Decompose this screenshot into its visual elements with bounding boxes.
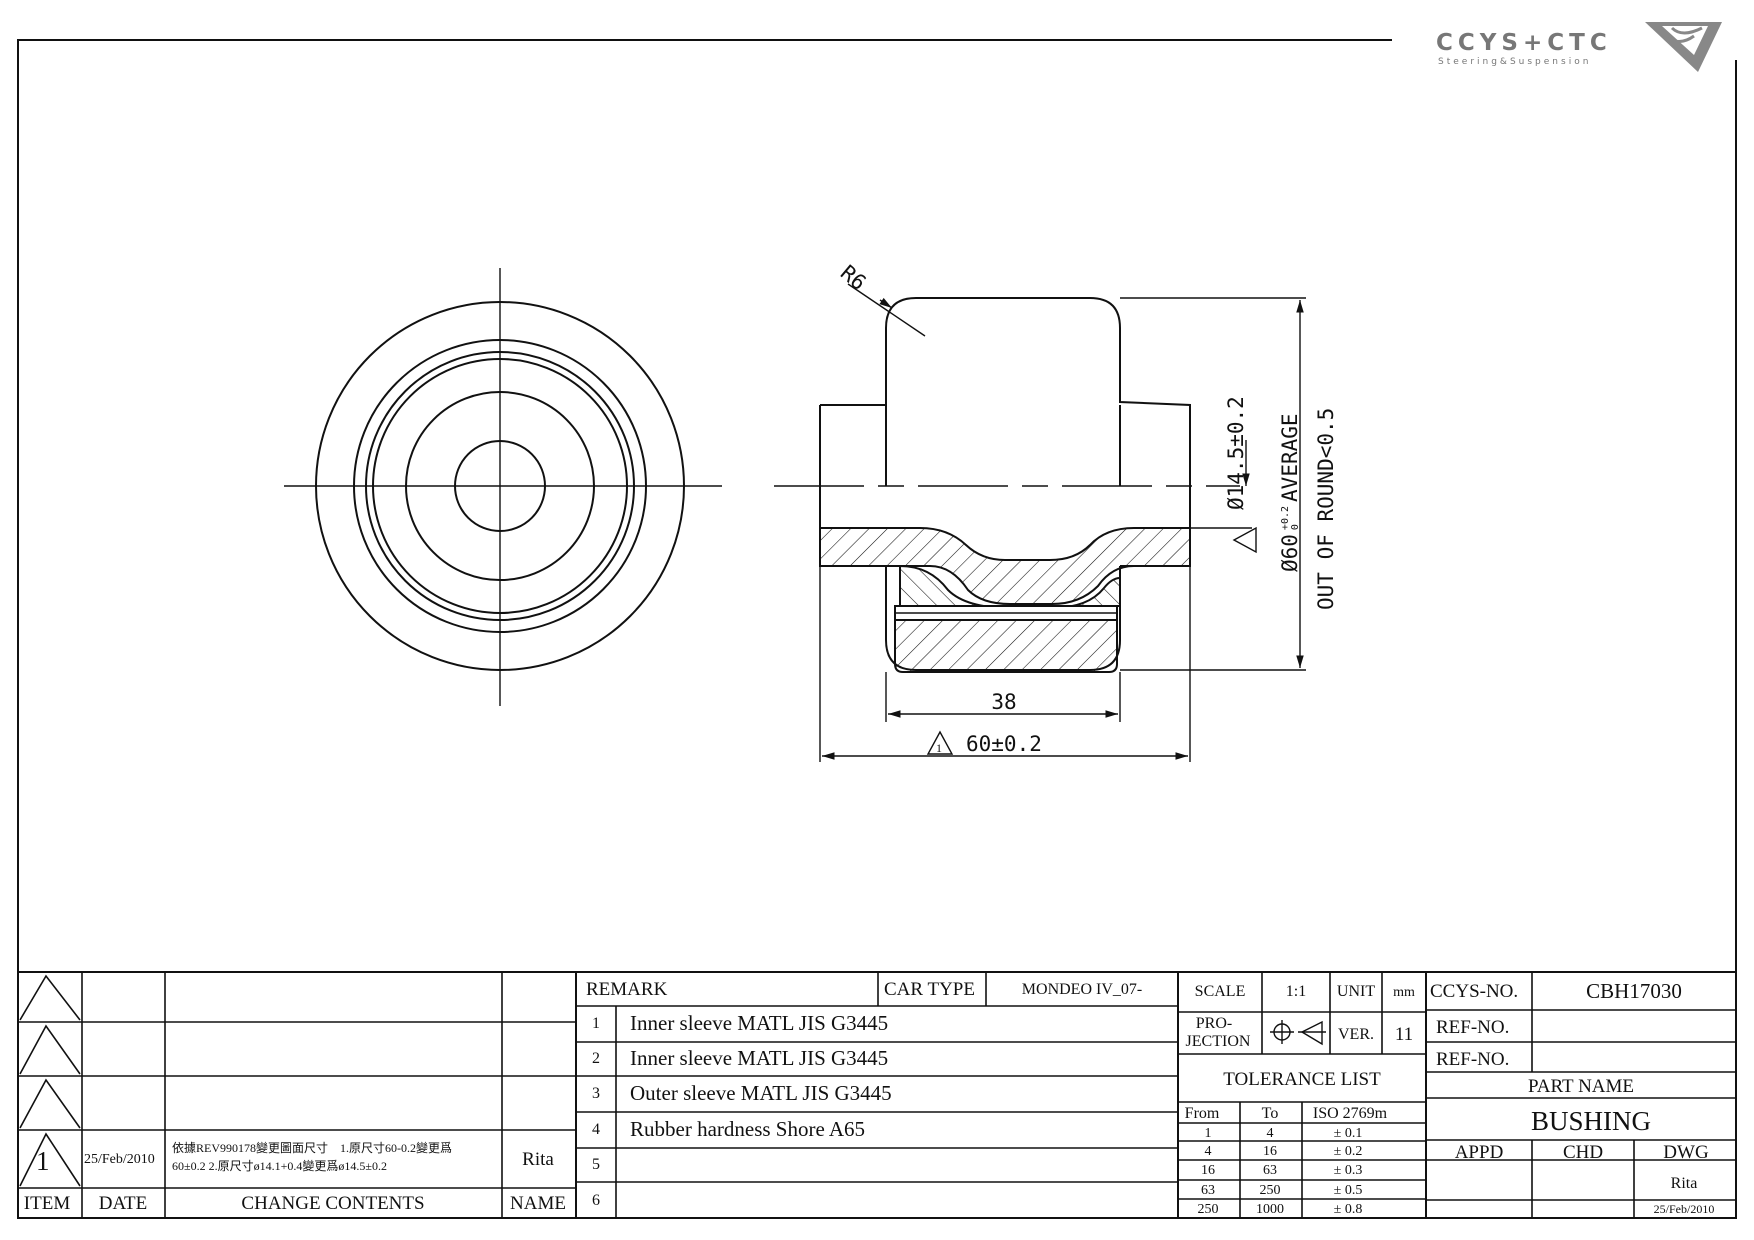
revision-change-line2: 60±0.2 2.原尺寸ø14.1+0.4變更爲ø14.5±0.2 (172, 1159, 387, 1173)
ccys-no-value: CBH17030 (1586, 979, 1682, 1003)
revision-name: Rita (522, 1149, 554, 1170)
revision-mark-icon (926, 526, 1257, 755)
header-name: NAME (510, 1193, 566, 1214)
tol-val-4: ± 0.5 (1333, 1183, 1363, 1198)
tol-from-4: 63 (1201, 1183, 1215, 1198)
dimension-lines (819, 283, 1306, 762)
drawing-frame (17, 39, 1737, 1219)
scale-value: 1:1 (1285, 983, 1307, 1000)
tol-to-2: 16 (1263, 1144, 1277, 1159)
ref-no-label-1: REF-NO. (1436, 1017, 1510, 1038)
remark-header: REMARK (586, 979, 668, 1000)
tol-header-std: ISO 2769m (1312, 1105, 1388, 1122)
remark-no-1: 1 (592, 1015, 600, 1032)
scale-label: SCALE (1194, 983, 1246, 1000)
tol-header-from: From (1184, 1105, 1220, 1122)
outer-dia-suffix: AVERAGE (1278, 413, 1302, 502)
rev-mark-number: 1 (936, 741, 942, 755)
tol-header-to: To (1261, 1105, 1279, 1122)
projection-symbol-icon (1270, 1020, 1326, 1046)
revision-date: 25/Feb/2010 (84, 1152, 155, 1167)
remark-text-4: Rubber hardness Shore A65 (630, 1117, 866, 1141)
remark-no-6: 6 (592, 1192, 600, 1209)
dwg-date: 25/Feb/2010 (1653, 1202, 1715, 1216)
tol-to-4: 250 (1259, 1183, 1281, 1198)
car-type-label: CAR TYPE (884, 979, 975, 1000)
remark-no-5: 5 (592, 1156, 600, 1173)
logo-mark-icon (1645, 22, 1722, 72)
tol-from-5: 250 (1197, 1202, 1219, 1217)
remark-text-3: Outer sleeve MATL JIS G3445 (630, 1081, 892, 1105)
remark-text-1: Inner sleeve MATL JIS G3445 (630, 1011, 889, 1035)
tol-to-5: 1000 (1256, 1202, 1284, 1217)
outer-dia-value: Ø60 (1278, 534, 1302, 572)
tol-from-2: 4 (1204, 1144, 1212, 1159)
company-logo: CCYS+CTC Steering&Suspension (1436, 30, 1612, 67)
unit-value: mm (1393, 985, 1415, 1000)
header-date: DATE (98, 1193, 148, 1214)
tol-to-3: 63 (1263, 1163, 1277, 1178)
header-item: ITEM (23, 1193, 71, 1214)
logo-text: CCYS+CTC (1436, 30, 1612, 56)
out-of-round-note: OUT OF ROUND<0.5 (1314, 407, 1338, 610)
tol-from-3: 16 (1201, 1163, 1215, 1178)
dwg-label: DWG (1663, 1142, 1709, 1163)
unit-label: UNIT (1336, 983, 1376, 1000)
inner-sleeve-section (894, 605, 1118, 673)
dwg-name: Rita (1670, 1175, 1698, 1192)
logo-subtitle: Steering&Suspension (1438, 57, 1592, 67)
revision-change-line1: 依據REV990178變更圖面尺寸 1.原尺寸60-0.2變更爲 (172, 1141, 452, 1155)
remark-no-3: 3 (592, 1085, 600, 1102)
tolerance-title: TOLERANCE LIST (1223, 1069, 1381, 1090)
section-view (774, 297, 1240, 528)
ref-no-label-2: REF-NO. (1436, 1049, 1510, 1070)
remark-no-2: 2 (592, 1050, 600, 1067)
title-block-grid (18, 971, 1736, 1218)
appd-label: APPD (1454, 1142, 1504, 1163)
ver-label: VER. (1338, 1026, 1374, 1043)
projection-label-2: JECTION (1185, 1033, 1251, 1050)
remark-text-2: Inner sleeve MATL JIS G3445 (630, 1046, 889, 1070)
part-name-label: PART NAME (1527, 1076, 1635, 1097)
section-lower-outline (820, 565, 1190, 671)
projection-label-1: PRO- (1195, 1015, 1233, 1032)
outer-dia-tol-lower: 0 (1290, 524, 1301, 531)
width-outer-dim: 60±0.2 (966, 732, 1042, 756)
tol-val-5: ± 0.8 (1333, 1202, 1363, 1217)
ccys-no-label: CCYS-NO. (1430, 981, 1519, 1002)
tol-val-2: ± 0.2 (1333, 1144, 1363, 1159)
tol-val-1: ± 0.1 (1333, 1126, 1363, 1141)
car-type-value: MONDEO IV_07- (1021, 981, 1143, 998)
tol-to-1: 4 (1266, 1126, 1274, 1141)
tol-from-1: 1 (1204, 1126, 1212, 1141)
remark-no-4: 4 (592, 1121, 600, 1138)
front-view (284, 268, 722, 706)
ver-value: 11 (1394, 1024, 1414, 1045)
width-inner-dim: 38 (991, 690, 1017, 714)
revision-item-number: 1 (36, 1146, 50, 1176)
inner-dia-dim: Ø14.5±0.2 (1224, 396, 1248, 510)
header-change-contents: CHANGE CONTENTS (241, 1193, 425, 1214)
tol-val-3: ± 0.3 (1333, 1163, 1363, 1178)
part-name-value: BUSHING (1530, 1106, 1652, 1136)
chd-label: CHD (1562, 1142, 1604, 1163)
